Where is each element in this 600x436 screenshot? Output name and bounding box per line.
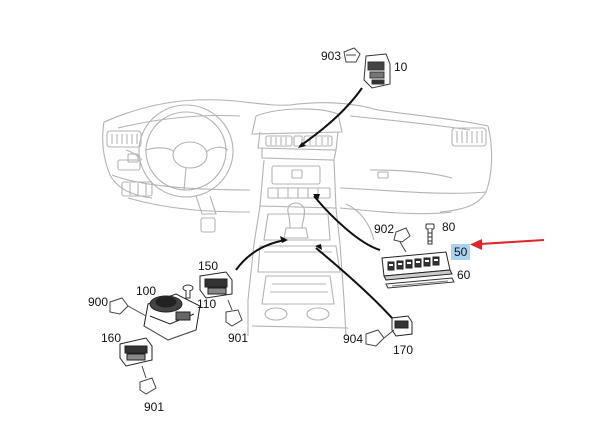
callout-10: 10 — [394, 60, 408, 74]
connector-902 — [393, 227, 411, 253]
callout-170: 170 — [393, 343, 414, 357]
callout-900: 900 — [88, 295, 109, 309]
part-110-screw — [182, 284, 194, 299]
part-10-module — [363, 53, 391, 89]
part-100-controller — [143, 293, 201, 341]
dashboard-outline — [102, 99, 493, 337]
connector-900 — [109, 297, 147, 317]
callout-902: 902 — [374, 222, 395, 236]
leader-line-10 — [299, 87, 363, 147]
leader-line-170 — [315, 247, 393, 319]
leader-arrowheads — [280, 142, 322, 250]
part-160-switch — [119, 337, 153, 367]
leader-lines — [235, 87, 393, 319]
callout-60: 60 — [457, 268, 471, 282]
connector-903 — [343, 47, 361, 63]
part-150-switch — [199, 271, 233, 299]
callout-50: 50 — [451, 244, 471, 260]
connector-901-lower — [139, 365, 157, 395]
connector-904 — [365, 329, 395, 347]
callout-100: 100 — [136, 284, 157, 298]
leader-line-150 — [235, 239, 287, 271]
callout-903: 903 — [321, 49, 342, 63]
red-pointer-arrow — [470, 239, 545, 250]
connector-901-upper — [225, 299, 243, 327]
part-60-trim-strip — [385, 277, 455, 289]
part-80-screw — [425, 223, 435, 245]
callout-80: 80 — [442, 220, 456, 234]
callout-110: 110 — [197, 297, 217, 311]
callout-160: 160 — [101, 331, 122, 345]
leader-line-50 — [313, 195, 381, 251]
part-50-switch-panel — [381, 251, 453, 281]
callout-901-upper: 901 — [228, 331, 249, 345]
callout-904: 904 — [343, 332, 364, 346]
callout-901-lower: 901 — [144, 400, 165, 414]
part-170-switch — [391, 315, 413, 337]
callout-150: 150 — [198, 259, 219, 273]
